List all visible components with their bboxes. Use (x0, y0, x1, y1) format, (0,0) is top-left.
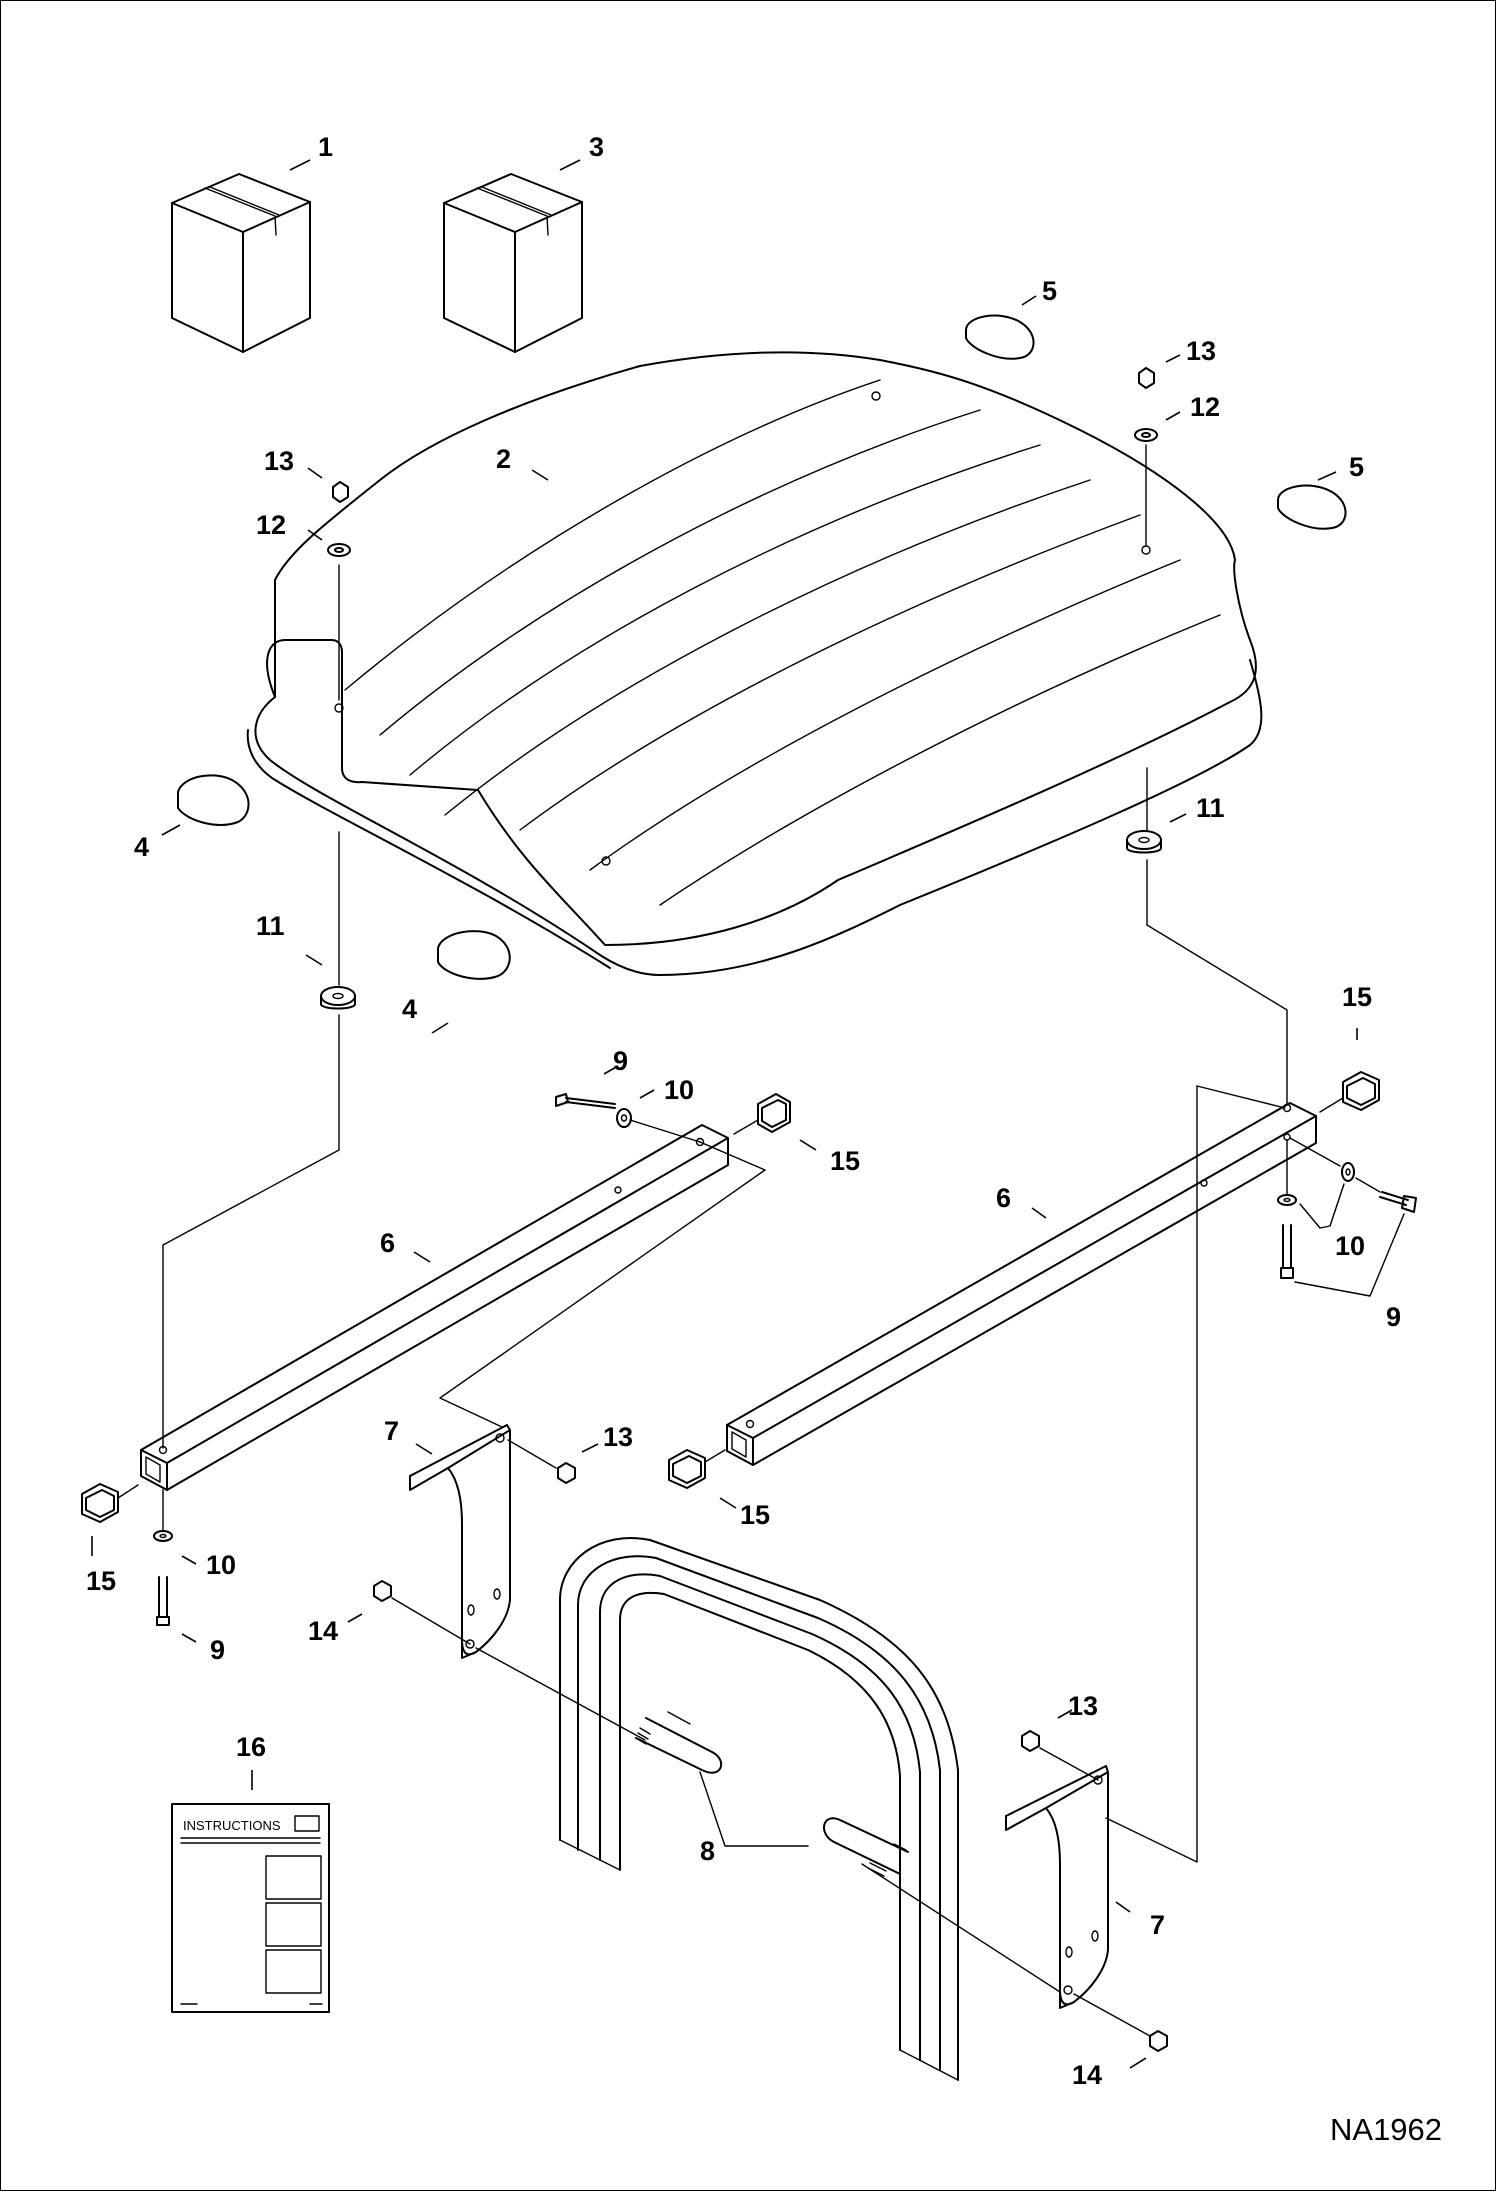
callout-1: 1 (318, 132, 333, 162)
callout-13-left: 13 (264, 446, 294, 476)
callout-7-right: 7 (1150, 1910, 1165, 1940)
callout-leaders (91, 159, 1358, 2069)
callout-13-right: 13 (1186, 336, 1216, 366)
callout-12-right: 12 (1190, 392, 1220, 422)
part-4-pad-left (177, 774, 250, 826)
part-15-cap-left-near (81, 1483, 139, 1523)
callout-labels: 1 3 5 13 12 5 2 13 12 4 4 11 11 15 9 10 … (86, 132, 1401, 2090)
part-3-box (443, 173, 583, 353)
hardware-12-13-right (1134, 367, 1158, 546)
callout-5-rear: 5 (1042, 276, 1057, 306)
drawing-code: NA1962 (1330, 2112, 1442, 2147)
part-11-isolator-right (1126, 830, 1162, 854)
reference-line-right (1105, 1085, 1198, 1863)
leader-8 (699, 1771, 809, 1847)
part-6-tube-left (140, 1124, 729, 1491)
callout-15-right-near: 15 (740, 1500, 770, 1530)
assembly-line-right (1146, 767, 1288, 1106)
part-11-isolator-left (320, 986, 356, 1010)
callout-15-right-far: 15 (1342, 982, 1372, 1012)
part-14-nut-right (1073, 1993, 1168, 2052)
hardware-12-13-left (327, 481, 351, 701)
reference-line-left (439, 1141, 766, 1428)
callout-10-left-bottom: 10 (206, 1550, 236, 1580)
callout-10-right: 10 (1335, 1231, 1365, 1261)
instructions-label: INSTRUCTIONS (183, 1818, 281, 1833)
reference-line-right-top (1196, 1085, 1286, 1109)
part-9-bolt-right-bottom (1277, 1139, 1297, 1279)
part-9-bolt-left-bottom (153, 1489, 173, 1626)
callout-11-left: 11 (256, 911, 285, 941)
callout-15-left-near: 15 (86, 1566, 116, 1596)
callout-5-right: 5 (1349, 452, 1364, 482)
part-16-instructions-sheet: INSTRUCTIONS (171, 1803, 330, 2013)
callout-7-left: 7 (384, 1416, 399, 1446)
part-15-cap-right-near (668, 1449, 726, 1489)
callout-4-left: 4 (134, 832, 149, 862)
part-8-u-bolt-upper (635, 1711, 723, 1774)
part-13-nut-bracket-left (507, 1439, 576, 1484)
callout-9-right: 9 (1386, 1302, 1401, 1332)
callout-10-left-top: 10 (664, 1075, 694, 1105)
leader-10-right-split (1299, 1183, 1345, 1229)
callout-9-left-top: 9 (613, 1046, 628, 1076)
part-5-pad-right (1277, 484, 1347, 530)
leader-9-right-split (1294, 1213, 1405, 1297)
part-7-bracket-right (1005, 1765, 1109, 2009)
part-15-cap-right-far (1319, 1071, 1380, 1113)
callout-4-front: 4 (402, 994, 417, 1024)
callout-14-left: 14 (308, 1616, 338, 1646)
part-4-pad-front (437, 930, 511, 980)
callout-8: 8 (700, 1836, 715, 1866)
part-6-tube-right (726, 1102, 1317, 1466)
callout-3: 3 (589, 132, 604, 162)
part-5-pad-rear (965, 314, 1035, 360)
callout-6-left: 6 (380, 1228, 395, 1258)
callout-9-left-bottom: 9 (210, 1635, 225, 1665)
part-8-u-bolt-lower (823, 1817, 1061, 1993)
part-13-nut-bracket-right (1021, 1730, 1099, 1781)
part-9-bolt-right-side (1289, 1137, 1417, 1213)
rops-frame (559, 1537, 959, 2081)
callout-14-right: 14 (1072, 2060, 1102, 2090)
callout-13-bracket-right: 13 (1068, 1691, 1098, 1721)
callout-2: 2 (496, 444, 511, 474)
part-1-box (171, 173, 311, 353)
part-7-bracket-left (409, 1424, 511, 1659)
part-15-cap-left-far (733, 1093, 791, 1135)
callout-13-bracket-left: 13 (603, 1422, 633, 1452)
callout-12-left: 12 (256, 510, 286, 540)
assembly-line-left (162, 831, 340, 1449)
callout-15-left-far: 15 (830, 1146, 860, 1176)
callout-11-right: 11 (1196, 793, 1225, 823)
callout-6-right: 6 (996, 1183, 1011, 1213)
callout-16: 16 (236, 1732, 266, 1762)
part-9-bolt-left-top (555, 1093, 701, 1143)
part-2-canopy (246, 351, 1263, 976)
